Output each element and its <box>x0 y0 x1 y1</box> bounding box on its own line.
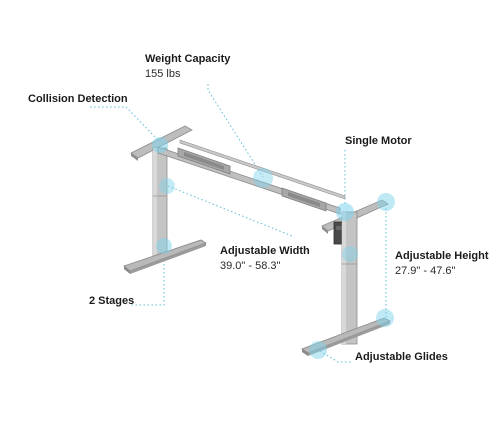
marker-2-stages <box>156 238 172 254</box>
adjustable-height-value: 27.9" - 47.6" <box>395 265 456 277</box>
marker-adjustable-width-right <box>342 246 358 262</box>
leader-adjustable-width <box>167 185 293 237</box>
leader-lines <box>90 84 387 363</box>
right-leg <box>301 199 391 356</box>
marker-adjustable-height-bottom <box>376 309 394 327</box>
leader-adjustable-glides <box>319 350 352 363</box>
adjustable-height-label: Adjustable Height <box>395 250 489 262</box>
marker-adjustable-height-top <box>377 193 395 211</box>
marker-single-motor <box>336 203 354 221</box>
marker-collision-detection <box>152 137 168 153</box>
collision-detection-label: Collision Detection <box>28 93 128 105</box>
2-stages-label: 2 Stages <box>89 295 135 307</box>
highlight-markers <box>152 137 395 359</box>
leader-2-stages <box>130 248 165 306</box>
single-motor-label: Single Motor <box>345 135 412 147</box>
marker-weight-capacity <box>253 168 273 188</box>
marker-adjustable-glides <box>309 341 327 359</box>
adjustable-width-value: 39.0" - 58.3" <box>220 260 281 272</box>
cross-beam <box>157 139 346 215</box>
marker-adjustable-width <box>159 178 175 194</box>
weight-capacity-value: 155 lbs <box>145 68 181 80</box>
weight-capacity-label: Weight Capacity <box>145 53 231 65</box>
adjustable-width-label: Adjustable Width <box>220 245 310 257</box>
adjustable-glides-label: Adjustable Glides <box>355 351 448 363</box>
leader-collision-detection <box>90 106 161 143</box>
left-leg <box>123 125 207 274</box>
